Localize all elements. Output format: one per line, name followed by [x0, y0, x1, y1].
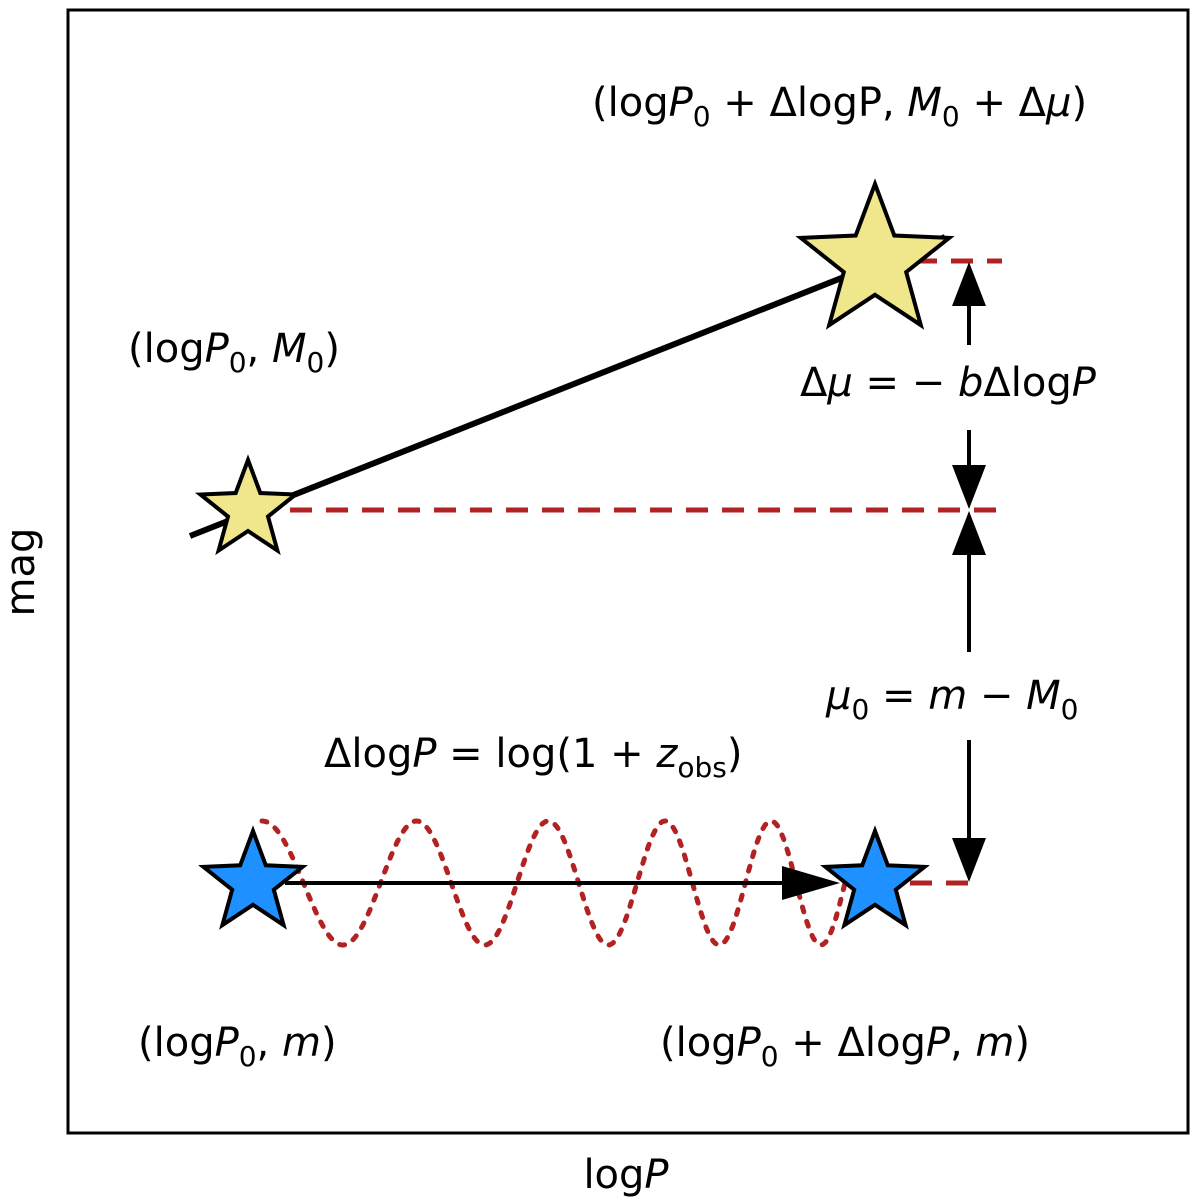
label-delta-mu-equation: Δμ = − bΔlogP: [800, 360, 1097, 406]
star-shifted-apparent: [820, 825, 930, 930]
label-origin-absolute: (logP0, M0): [128, 326, 340, 379]
delta-mu-upper-arrowhead: [952, 262, 986, 306]
redshift-wave: [259, 818, 848, 948]
mu0-lower-arrowhead: [952, 838, 986, 882]
star-origin-apparent: [198, 825, 308, 930]
period-shift-arrowhead: [782, 866, 840, 900]
label-shifted-absolute: (logP0 + ΔlogP, M0 + Δμ): [592, 80, 1087, 133]
y-axis-label: mag: [0, 528, 44, 617]
star-shifted-absolute: [795, 178, 955, 330]
label-shifted-apparent: (logP0 + ΔlogP, m): [660, 1020, 1030, 1073]
star-origin-absolute: [194, 454, 302, 556]
pl-relation-line: [188, 234, 947, 539]
label-origin-apparent: (logP0, m): [138, 1020, 337, 1073]
mu0-upper-arrowhead: [952, 511, 986, 555]
label-delta-logp-equation: ΔlogP = log(1 + zobs): [324, 731, 743, 784]
label-mu0-equation: μ0 = m − M0: [825, 673, 1079, 726]
x-axis-label: logP: [583, 1152, 669, 1198]
plot-frame: [66, 8, 1190, 1135]
delta-mu-lower-arrowhead: [952, 465, 986, 509]
